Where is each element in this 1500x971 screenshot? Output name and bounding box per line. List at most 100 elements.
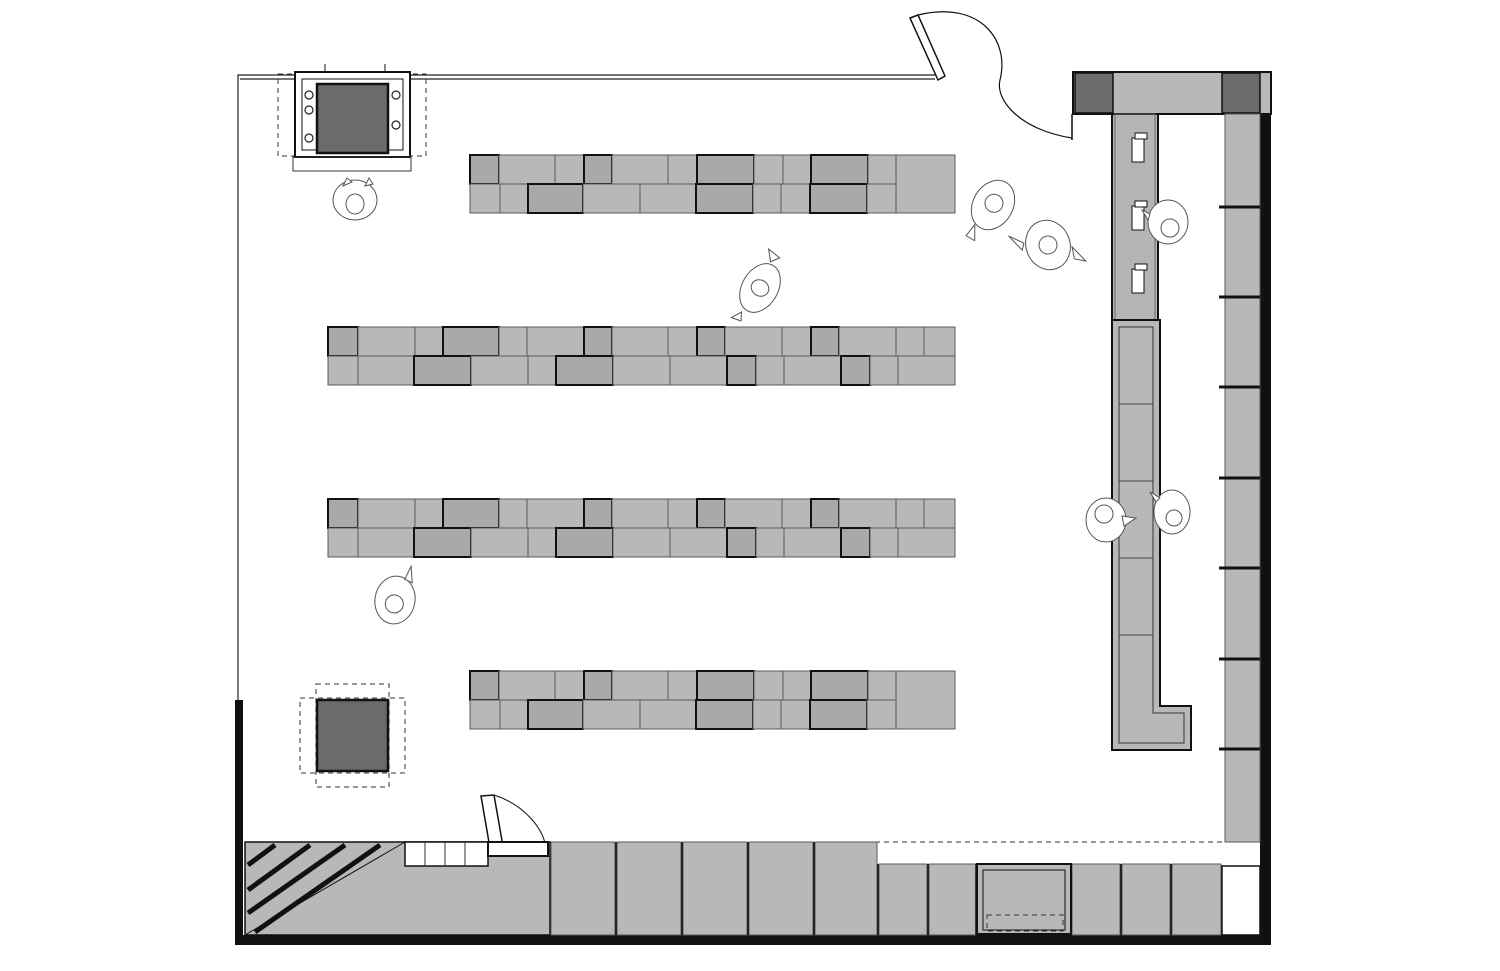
shelf-bay xyxy=(781,498,812,529)
shelf-bay xyxy=(554,154,585,185)
service-counter xyxy=(1111,319,1192,751)
storefront-glazing-left xyxy=(237,74,940,700)
display-table-bottom-block xyxy=(315,698,390,773)
shelf-bay xyxy=(327,527,359,558)
shelf-bay xyxy=(810,154,869,185)
wall-top-right-dark-left xyxy=(1074,72,1114,114)
shelf-bay xyxy=(499,183,529,214)
bottom-cabinet xyxy=(748,841,814,936)
shelf-bay xyxy=(667,154,698,185)
entrance-door-leaf xyxy=(908,14,946,82)
person-icon xyxy=(1149,489,1191,535)
shelf-bay xyxy=(414,498,444,529)
shelf-bay xyxy=(667,498,698,529)
person-icon xyxy=(1008,219,1088,271)
shelf-bay xyxy=(866,699,897,730)
shelf-bay xyxy=(611,154,669,185)
feature-unit-inner xyxy=(982,869,1066,931)
shelf-bay xyxy=(867,154,897,185)
shelf-bay xyxy=(469,699,501,730)
display-table-top-block xyxy=(315,82,390,155)
shelf-bay xyxy=(782,670,812,701)
shelf-bay xyxy=(582,183,641,214)
shelf-bay xyxy=(582,699,641,730)
shelf-bay xyxy=(810,326,840,357)
display-table-top xyxy=(277,64,427,172)
shelf-bay xyxy=(583,154,613,185)
shelf-bay xyxy=(442,326,500,357)
bottom-cabinet xyxy=(928,863,977,936)
bottom-cabinet xyxy=(1171,863,1222,936)
shelf-bay xyxy=(555,355,614,386)
shelf-bay xyxy=(583,498,613,529)
shelf-bay xyxy=(840,527,871,558)
shelf-bay xyxy=(498,326,528,357)
shelf-bay xyxy=(639,183,697,214)
person-icon xyxy=(965,179,1016,242)
shelf-bay xyxy=(327,326,359,357)
outer-walls xyxy=(235,71,1272,945)
service-counter-dividers xyxy=(1119,403,1153,636)
display-table-top-knob xyxy=(304,133,314,143)
wall-left-lower xyxy=(235,700,243,945)
shelf-bay xyxy=(583,670,613,701)
shelf-bay xyxy=(667,326,698,357)
shelf-bay xyxy=(696,670,755,701)
shelf-bay xyxy=(838,498,897,529)
shelf-bay xyxy=(810,498,840,529)
shelf-bay xyxy=(897,355,956,386)
entrance-door xyxy=(908,11,1073,140)
shelf-bay xyxy=(327,355,359,386)
shelf-bay xyxy=(470,355,529,386)
display-table-top-base xyxy=(292,156,412,172)
shelf-bay xyxy=(555,527,614,558)
shelf-bay xyxy=(413,527,472,558)
wall-right xyxy=(1260,72,1271,945)
shelf-bay xyxy=(498,498,528,529)
shelf-bay xyxy=(810,670,869,701)
shelf-bay xyxy=(357,527,415,558)
wall-shelving-bottom xyxy=(244,794,1261,936)
shelf-bay xyxy=(840,355,871,386)
shelf-bay xyxy=(838,326,897,357)
shelf-bay xyxy=(696,154,755,185)
cash-register-icon xyxy=(1131,200,1148,231)
shelf-bay xyxy=(327,498,359,529)
shelf-bay xyxy=(669,355,728,386)
shelf-bay xyxy=(726,355,757,386)
shelf-bay xyxy=(782,154,812,185)
shelf-bay xyxy=(752,183,782,214)
shelf-bay xyxy=(753,154,784,185)
people xyxy=(332,177,1191,625)
shelf-bay xyxy=(469,670,500,701)
shelf-bay xyxy=(695,699,754,730)
shelf-bay xyxy=(897,527,956,558)
shelf-bay xyxy=(469,154,500,185)
shelf-bay xyxy=(611,498,669,529)
bottom-cabinet xyxy=(814,841,878,936)
bottom-cabinets xyxy=(550,841,1222,936)
service-counter-inner xyxy=(1118,326,1185,744)
shelf-bay xyxy=(724,498,783,529)
shelf-bay xyxy=(783,527,842,558)
shelf-bay xyxy=(612,527,671,558)
shelf-bay xyxy=(726,527,757,558)
shelf-bay xyxy=(724,326,783,357)
bottom-cabinet xyxy=(878,863,928,936)
shelf-bay xyxy=(809,699,868,730)
shelf-bay xyxy=(611,326,669,357)
shelf-bay xyxy=(639,699,697,730)
shelf-bay xyxy=(470,527,529,558)
shelf-bay xyxy=(695,183,754,214)
wall-top-right-dark-right xyxy=(1221,72,1261,114)
shelf-bay xyxy=(611,670,669,701)
shelf-bay xyxy=(669,527,728,558)
shelf-bay xyxy=(780,699,811,730)
shelf-bay xyxy=(755,527,785,558)
display-table-top-knob xyxy=(391,120,401,130)
display-table-top-knob xyxy=(304,105,314,115)
shelf-bay xyxy=(869,355,899,386)
cash-register-icon xyxy=(1131,263,1148,294)
shelf-bay xyxy=(498,670,556,701)
